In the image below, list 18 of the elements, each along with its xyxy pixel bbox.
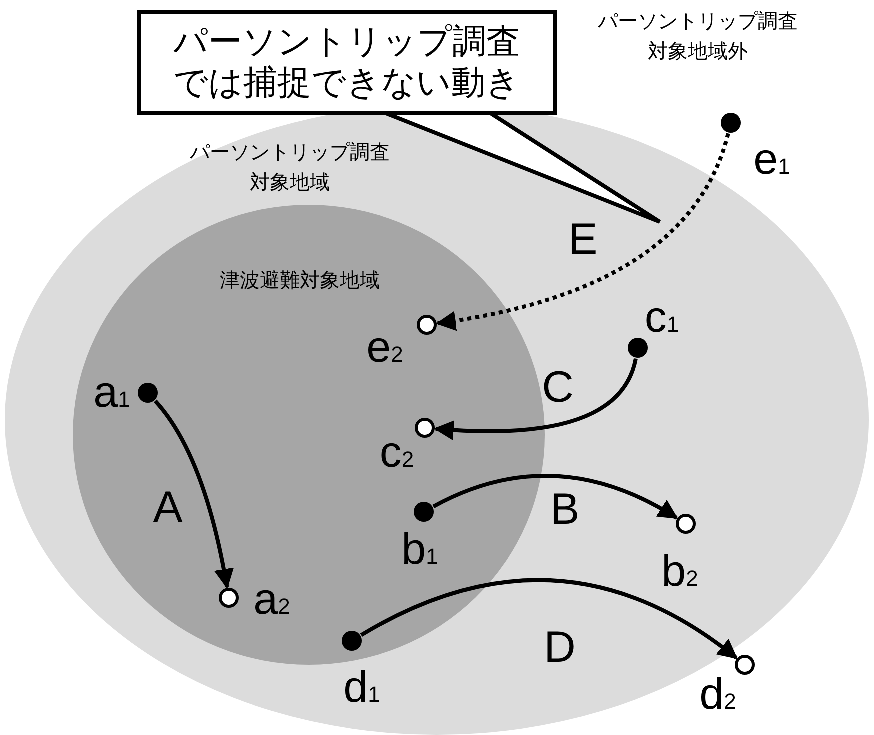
curved-arrow bbox=[154, 400, 234, 590]
end-point-marker bbox=[735, 655, 755, 675]
dotted-arrow bbox=[436, 133, 730, 331]
start-point-marker bbox=[721, 113, 741, 133]
curved-arrow bbox=[434, 358, 638, 440]
edge-label: A bbox=[153, 486, 183, 530]
curved-arrow bbox=[360, 578, 738, 660]
area-label: パーソントリップ調査対象地域外 bbox=[598, 10, 798, 65]
region-area bbox=[73, 205, 545, 665]
edge-label: E bbox=[568, 218, 598, 262]
curved-arrow bbox=[432, 474, 678, 520]
edge-label: D bbox=[544, 626, 576, 670]
region-label: パーソントリップ調査対象地域 bbox=[190, 141, 390, 196]
callout-tooltip bbox=[137, 10, 557, 115]
callout-text: パーソントリップ調査では捕捉できない動き bbox=[172, 22, 522, 104]
edge-label: B bbox=[550, 488, 580, 532]
region-label: 津波避難対象地域 bbox=[220, 269, 380, 294]
edge-label: C bbox=[542, 366, 574, 410]
